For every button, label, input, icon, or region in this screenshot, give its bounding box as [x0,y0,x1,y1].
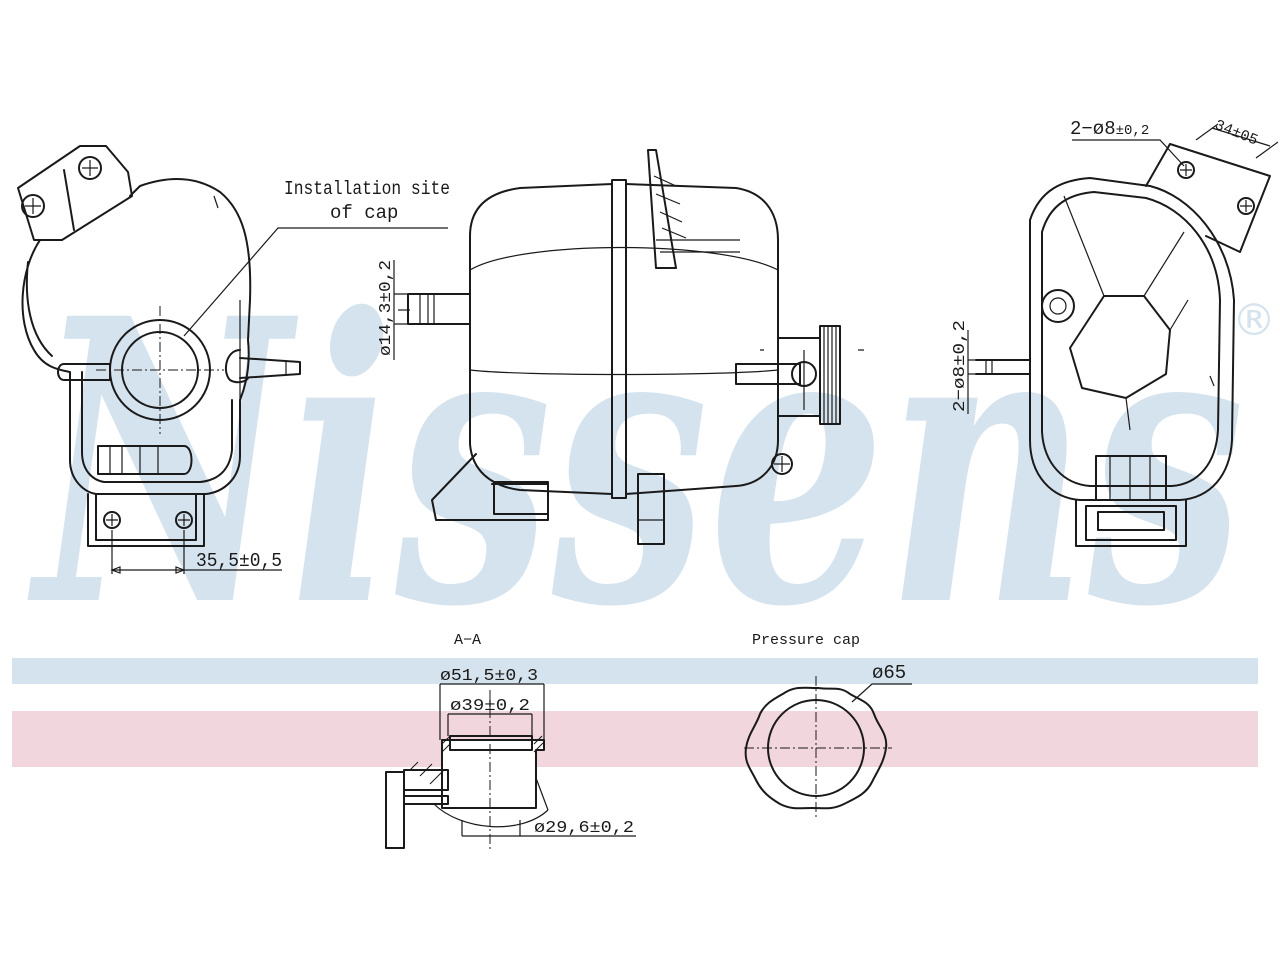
installation-site-label-line2: of cap [330,202,398,224]
holes-top-dimension: 2−ø8±0,2 [1070,118,1149,140]
pressure-cap-diameter: ø65 [872,662,906,684]
holes-spacing-lines [1195,123,1279,159]
watermark-pink-band [12,711,1258,767]
holes-top-leader [1072,139,1185,167]
installation-site-leader [183,227,448,337]
section-diameter-bottom: ø29,6±0,2 [534,819,634,838]
section-view [385,683,636,852]
outlet-diameter-dimension: ø14,3±0,2 [377,260,396,356]
section-title: A−A [454,632,481,649]
bracket-spacing-dimension: 35,5±0,5 [196,550,282,572]
section-diameter-outer: ø51,5±0,3 [440,667,538,686]
section-diameter-inner: ø39±0,2 [450,697,530,716]
holes-top-prefix: 2−ø8 [1070,118,1116,140]
installation-site-label-line1: Installation site [284,178,450,200]
watermark-blue-band [12,658,1258,684]
middle-view [398,149,864,545]
watermark-brand: Nissens [26,234,1245,692]
right-view [975,143,1271,547]
holes-side-dimension: 2−ø8±0,2 [951,320,970,412]
holes-top-tolerance: ±0,2 [1116,123,1150,139]
holes-top-spacing-dimension: 34±05 [1212,117,1260,150]
watermark-registered-mark: ® [1232,295,1276,346]
pressure-cap-title: Pressure cap [752,632,860,649]
pressure-cap [744,676,912,820]
holes-side-lines [967,330,976,414]
outlet-diameter-lines [393,260,408,360]
left-view [17,145,301,574]
